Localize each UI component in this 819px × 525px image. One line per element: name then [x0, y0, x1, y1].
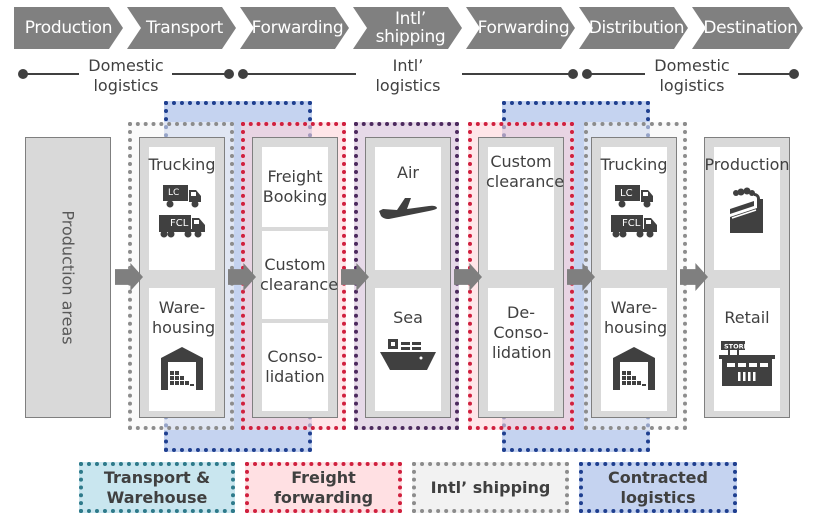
fcl-text: FCL	[170, 218, 189, 229]
cell-label: Custom clearance	[260, 255, 339, 294]
stage-label: Distribution	[588, 18, 685, 38]
cell-retail: Retail STORE	[714, 288, 780, 411]
legend-transport-warehouse: Transport &Warehouse	[79, 462, 235, 513]
legend-label-line: Contracted	[608, 467, 708, 487]
column-intl-shipping: Air Sea	[365, 137, 451, 418]
stage-production: Production	[14, 7, 123, 49]
factory-icon	[727, 187, 767, 233]
cell-custom-clearance: Custom clearance	[486, 147, 565, 270]
lcl-truck-icon: LC	[614, 183, 654, 209]
stage-label: Forwarding	[477, 18, 570, 38]
stage-label: Production	[24, 18, 113, 38]
cell-warehousing: Ware-housing	[601, 288, 667, 411]
stage-label: Intl’ shipping	[375, 9, 446, 47]
cell-deconsolidation: De-Conso-lidation	[488, 288, 554, 411]
legend-label-line: forwarding	[273, 487, 374, 507]
stage-forwarding-origin: Forwarding	[240, 7, 349, 49]
cell-warehousing: Ware-housing	[149, 288, 215, 411]
cell-label: Ware-housing	[604, 298, 668, 337]
stage-intl-shipping: Intl’ shipping	[353, 7, 462, 49]
segment-line	[587, 73, 645, 75]
cell-consolidation: Conso-lidation	[262, 323, 328, 411]
segment-line	[23, 73, 79, 75]
cell-label: Ware-housing	[152, 298, 216, 337]
stage-label: Forwarding	[251, 18, 344, 38]
production-areas-block: Production areas	[25, 137, 111, 418]
lcl-text: LC	[620, 188, 633, 199]
cell-label: Conso-lidation	[265, 347, 325, 386]
segment-line	[172, 73, 228, 75]
stage-forwarding-destination: Forwarding	[466, 7, 575, 49]
legend-label-line: Freight	[291, 467, 356, 487]
segment-end-dot	[789, 69, 799, 79]
cell-custom-clearance: Custom clearance	[260, 231, 339, 319]
stage-destination: Destination	[692, 7, 803, 49]
legend-label-line: logistics	[620, 487, 696, 507]
legend-label-line: Transport &	[103, 467, 211, 487]
cell-label: De-Conso-lidation	[492, 303, 552, 362]
cell-air: Air	[375, 147, 441, 270]
legend-label-line: Intl’ shipping	[430, 477, 551, 497]
warehouse-icon	[160, 346, 204, 390]
fcl-text: FCL	[622, 218, 641, 229]
segment-line	[462, 73, 572, 75]
segment-line	[738, 73, 792, 75]
warehouse-icon	[612, 346, 656, 390]
cell-sea: Sea	[375, 288, 441, 411]
column-forwarding-origin: Freight Booking Custom clearance Conso-l…	[252, 137, 338, 418]
store-sign-text: STORE	[724, 343, 748, 351]
cell-label: Production	[704, 155, 790, 174]
cell-freight-booking: Freight Booking	[262, 147, 328, 227]
ship-icon	[379, 338, 437, 372]
segment-line	[243, 73, 356, 75]
lcl-truck-icon: LC	[162, 183, 202, 209]
cell-production: Production	[704, 147, 790, 270]
store-icon: STORE	[718, 340, 776, 386]
stage-label: Transport	[145, 18, 224, 38]
cell-label: Custom clearance	[486, 152, 565, 191]
stage-distribution: Distribution	[579, 7, 688, 49]
stage-transport: Transport	[127, 7, 236, 49]
column-distribution: Trucking LC FCL Ware-housing	[591, 137, 677, 418]
legend-label-line: Warehouse	[106, 487, 208, 507]
lcl-text: LC	[168, 188, 179, 198]
cell-trucking: Trucking LC FCL	[149, 147, 215, 270]
legend-intl-shipping: Intl’ shipping	[412, 462, 569, 513]
fcl-truck-icon: FCL	[610, 213, 658, 239]
column-transport: Trucking LC FCL Ware-housing	[139, 137, 225, 418]
cell-label: Air	[397, 163, 419, 182]
cell-trucking: Trucking LC FCL	[601, 147, 667, 270]
column-destination: Production Retail STORE	[704, 137, 790, 418]
segment-label: Intl’ logistics	[375, 56, 441, 95]
segment-label: Domestic logistics	[654, 56, 730, 95]
cell-label: Freight Booking	[262, 167, 328, 206]
column-forwarding-destination: Custom clearance De-Conso-lidation	[478, 137, 564, 418]
segment-label: Domestic logistics	[88, 56, 164, 95]
production-areas-label: Production areas	[58, 210, 78, 345]
cell-label: Trucking	[148, 155, 216, 174]
segment-end-dot	[224, 69, 234, 79]
airplane-icon	[377, 197, 439, 219]
cell-label: Retail	[724, 308, 770, 327]
segment-end-dot	[568, 69, 578, 79]
stage-label: Destination	[703, 18, 798, 38]
cell-label: Trucking	[600, 155, 668, 174]
cell-label: Sea	[393, 308, 423, 327]
fcl-truck-icon: FCL	[158, 213, 206, 239]
